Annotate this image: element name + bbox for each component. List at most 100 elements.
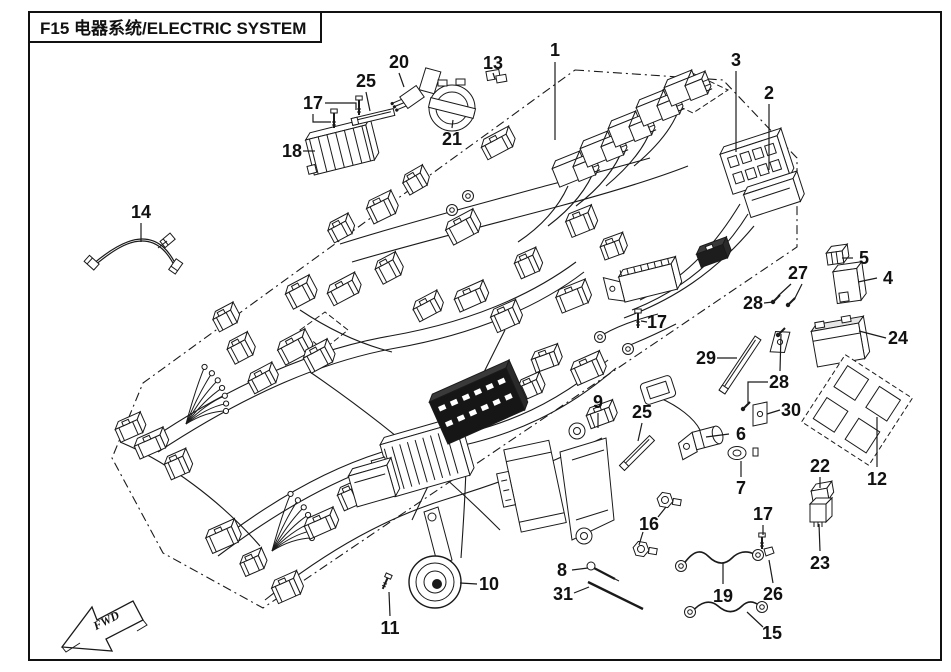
part-horn-10 (408, 506, 462, 609)
callout-12: 12 (867, 417, 887, 489)
callout-number: 14 (131, 202, 151, 222)
bolt-glyph (758, 532, 766, 549)
part-regulator (304, 116, 380, 176)
callout-number: 26 (763, 584, 783, 604)
terminal-fan (185, 363, 230, 425)
part-hexplug-16 (656, 491, 682, 509)
callout-number: 24 (888, 328, 908, 348)
page-title: F15 电器系统/ELECTRIC SYSTEM (40, 18, 306, 38)
callout-13: 13 (483, 53, 503, 80)
part-solenoid-6 (677, 425, 724, 461)
bolt-glyph (355, 95, 363, 115)
callout-10: 10 (459, 574, 499, 594)
connector-glyph (564, 203, 599, 239)
connector-glyph (226, 330, 256, 365)
ring-terminal (756, 601, 768, 613)
callout-number: 25 (356, 71, 376, 91)
callout-18: 18 (282, 141, 315, 161)
callout-number: 5 (859, 248, 869, 268)
part-battery-24 (810, 314, 871, 368)
connector-glyph (276, 327, 314, 366)
part-bar-25 (618, 434, 656, 472)
callout-17: 17 (640, 312, 667, 332)
callout-20: 20 (389, 52, 409, 88)
callout-4: 4 (857, 268, 893, 288)
callout-number: 18 (282, 141, 302, 161)
connector-glyph (480, 124, 516, 161)
callout-number: 22 (810, 456, 830, 476)
callout-number: 27 (788, 263, 808, 283)
callout-25: 25 (632, 402, 652, 442)
callout-24: 24 (858, 328, 908, 348)
ring-terminal (752, 549, 764, 561)
part-rod-31 (587, 580, 644, 611)
connector-glyph (247, 360, 279, 395)
connector-glyph (444, 207, 482, 246)
part-cable-15 (684, 601, 768, 618)
part-plug-20 (390, 67, 442, 112)
callout-number: 16 (639, 514, 659, 534)
connector-glyph (327, 211, 356, 244)
connector-glyph (163, 446, 194, 481)
part-hexplug-16 (632, 540, 658, 558)
part-bracket (752, 401, 768, 427)
callout-17: 17 (303, 93, 357, 123)
callout-number: 23 (810, 553, 830, 573)
connector-glyph (133, 425, 170, 460)
part-cable-19 (675, 546, 775, 572)
part-pinstrip (602, 255, 683, 303)
part-screw (785, 297, 796, 308)
callout-2: 2 (764, 83, 774, 170)
connector-glyph (239, 546, 268, 578)
connector-glyph (453, 278, 490, 313)
callout-number: 17 (647, 312, 667, 332)
connector-glyph (530, 342, 563, 374)
callouts: 1234567891011121314151617171718192021222… (131, 40, 908, 643)
callout-number: 17 (303, 93, 323, 113)
bolt-glyph (381, 572, 393, 590)
connector-glyph (374, 250, 404, 285)
part-21 (427, 78, 477, 132)
ring-terminal (462, 190, 474, 202)
callout-19: 19 (713, 563, 733, 606)
callout-9: 9 (593, 392, 603, 428)
callout-8: 8 (557, 560, 589, 580)
callout-number: 30 (781, 400, 801, 420)
part-cable-14 (83, 232, 184, 275)
connector-glyph (365, 188, 399, 225)
callout-number: 13 (483, 53, 503, 73)
callout-31: 31 (553, 584, 590, 604)
callout-number: 10 (479, 574, 499, 594)
connector-glyph (212, 300, 241, 333)
part-screw (740, 401, 751, 412)
connector-glyph (302, 337, 336, 374)
callout-30: 30 (766, 400, 801, 420)
callout-number: 17 (753, 504, 773, 524)
connector-glyph (695, 235, 732, 269)
part-flasher-4 (831, 260, 867, 305)
callout-number: 19 (713, 586, 733, 606)
bolt-glyph (634, 308, 642, 328)
callout-1: 1 (550, 40, 560, 140)
callout-number: 1 (550, 40, 560, 60)
callout-number: 8 (557, 560, 567, 580)
part-fuse-5 (825, 242, 850, 266)
callout-3: 3 (731, 50, 741, 152)
connector-glyph (513, 245, 544, 280)
part-sheet-12 (800, 353, 914, 467)
part-washer-7 (727, 446, 759, 460)
part-ecu-sub (347, 456, 401, 508)
callout-number: 29 (696, 348, 716, 368)
callout-14: 14 (131, 202, 151, 242)
part-bar-25 (350, 107, 396, 127)
connector-glyph (114, 410, 147, 443)
connector-glyph (489, 298, 524, 334)
callout-21: 21 (442, 119, 462, 149)
callout-number: 20 (389, 52, 409, 72)
callout-6: 6 (705, 424, 746, 444)
callout-number: 3 (731, 50, 741, 70)
callout-number: 28 (769, 372, 789, 392)
callout-28: 28 (747, 333, 789, 403)
connector-glyph (412, 288, 444, 323)
callout-25: 25 (356, 71, 376, 112)
